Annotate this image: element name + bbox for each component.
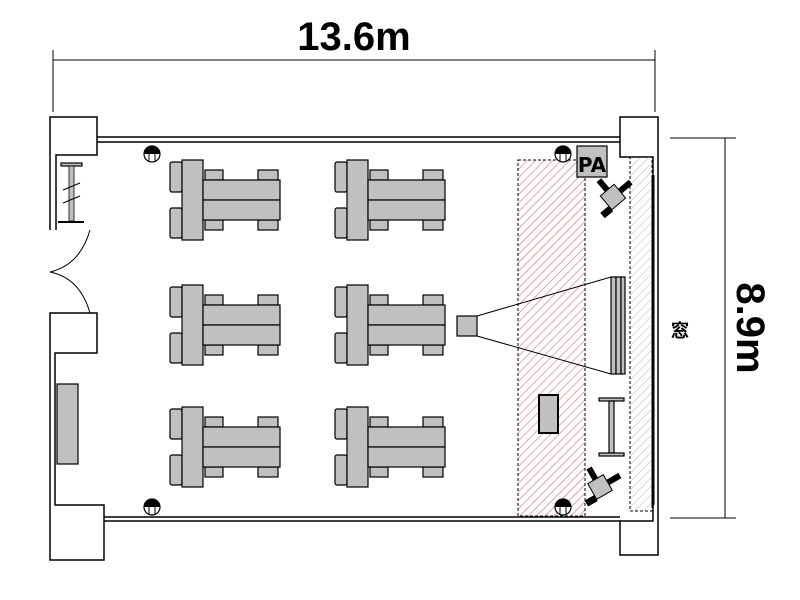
whiteboard xyxy=(56,383,79,465)
pillar-icon xyxy=(143,145,161,163)
walls xyxy=(49,116,659,561)
pa-label: PA xyxy=(578,153,607,177)
table-group-6 xyxy=(334,406,446,488)
depth-dimension: 8.9m xyxy=(670,137,772,519)
width-label: 13.6m xyxy=(297,15,410,59)
projection-screen xyxy=(610,276,626,375)
window-area xyxy=(629,156,653,512)
stage-area xyxy=(517,159,586,517)
table-group-2 xyxy=(334,159,446,241)
pillar-icon xyxy=(554,498,572,516)
pillar-icon xyxy=(143,498,161,516)
projector xyxy=(456,276,612,375)
window-label: 窓 xyxy=(671,320,689,342)
table-group-1 xyxy=(169,159,281,241)
depth-label: 8.9m xyxy=(728,282,772,373)
lectern xyxy=(598,397,625,457)
pillar-icon xyxy=(554,145,572,163)
table-group-3 xyxy=(169,284,281,366)
width-dimension: 13.6m xyxy=(52,15,656,112)
pa-box: PA xyxy=(576,145,608,178)
podium xyxy=(538,394,559,434)
table-group-4 xyxy=(334,284,446,366)
side-window xyxy=(58,162,84,223)
table-group-5 xyxy=(169,406,281,488)
door xyxy=(49,229,91,314)
